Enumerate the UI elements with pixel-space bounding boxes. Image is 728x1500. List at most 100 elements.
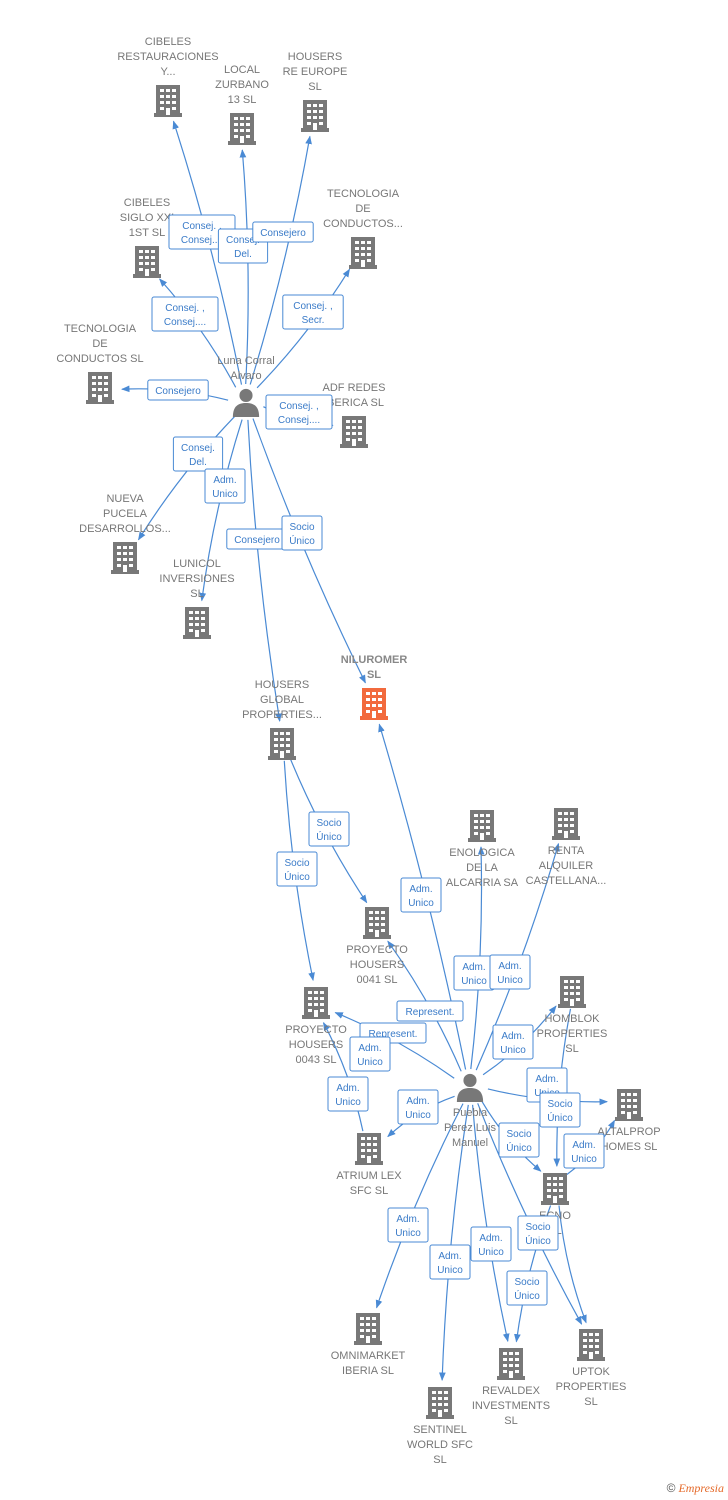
building-icon xyxy=(558,976,586,1008)
role-text: Unico xyxy=(500,1045,526,1056)
node-label: DE LA xyxy=(466,862,498,874)
copyright-symbol: © xyxy=(666,1481,676,1495)
role-box xyxy=(397,1089,439,1125)
role-text: Consejero xyxy=(155,386,201,397)
node-housers_global[interactable]: HOUSERSGLOBALPROPERTIES... xyxy=(242,679,322,760)
edge-econo-to-uptok xyxy=(558,1205,587,1324)
building-icon xyxy=(154,85,182,117)
role-label-luna-to-nueva_pucela: Consej. Del. xyxy=(172,436,224,472)
node-label: HOUSERS xyxy=(255,679,309,691)
building-icon xyxy=(355,1133,383,1165)
edge-atrium-to-proy_0043 xyxy=(322,1021,364,1132)
role-label-puebla-to-proy_0041: Represent. xyxy=(396,1000,464,1022)
role-box xyxy=(506,1270,548,1306)
node-nueva_pucela[interactable]: NUEVAPUCELADESARROLLOS... xyxy=(79,493,171,574)
role-box xyxy=(400,877,442,913)
role-box xyxy=(204,468,246,504)
edge-luna-to-niluromer xyxy=(252,418,366,684)
role-box xyxy=(276,851,318,887)
node-label: SL xyxy=(308,81,321,93)
node-label: ENOLOGICA xyxy=(449,847,515,859)
node-label: IBERIA SL xyxy=(342,1365,394,1377)
role-label-puebla-to-renta_alquiler: Adm.Unico xyxy=(489,954,531,990)
edge-puebla-to-revaldex xyxy=(472,1104,510,1343)
role-text: Unico xyxy=(478,1247,504,1258)
node-label: CASTELLANA... xyxy=(526,875,607,887)
role-box xyxy=(517,1215,559,1251)
node-label: OMNIMARKET xyxy=(331,1350,406,1362)
role-text: Adm. xyxy=(336,1083,359,1094)
node-label: DE xyxy=(355,203,370,215)
edge-luna-to-housers_global xyxy=(247,419,282,722)
role-text: Unico xyxy=(437,1265,463,1276)
node-label: SL xyxy=(584,1396,597,1408)
role-text: Del. xyxy=(189,457,207,468)
node-label: INVERSIONES xyxy=(159,573,234,585)
building-icon xyxy=(86,372,114,404)
role-label-puebla-to-enologica: Adm.Unico xyxy=(453,955,495,991)
person-icon xyxy=(456,1073,484,1102)
building-icon xyxy=(111,542,139,574)
building-icon xyxy=(340,416,368,448)
node-label: CONDUCTOS... xyxy=(323,218,403,230)
person-icon xyxy=(232,388,260,417)
role-text: Único xyxy=(525,1234,551,1247)
role-text: Adm. xyxy=(213,475,236,486)
role-text: Adm. xyxy=(462,962,485,973)
node-label: PROYECTO xyxy=(285,1024,347,1036)
role-text: Unico xyxy=(212,489,238,500)
node-label: CIBELES xyxy=(124,197,170,209)
role-box xyxy=(281,515,323,551)
role-label-luna-to-lunicol: Adm. Unico xyxy=(204,468,246,504)
role-box xyxy=(349,1036,391,1072)
node-label: HOUSERS xyxy=(288,51,342,63)
building-icon xyxy=(268,728,296,760)
node-label: CONDUCTOS SL xyxy=(56,353,143,365)
footer-brand[interactable]: ©Empresia xyxy=(667,1481,724,1496)
node-label: DE xyxy=(92,338,107,350)
role-text: Consej. , xyxy=(165,303,204,314)
role-text: Adm. xyxy=(409,884,432,895)
role-text: Único xyxy=(514,1289,540,1302)
node-label: ADF REDES xyxy=(323,382,386,394)
role-text: Socio xyxy=(525,1222,550,1233)
node-tec_cond_top[interactable]: TECNOLOGIADECONDUCTOS... xyxy=(323,188,403,269)
node-label: 0041 SL xyxy=(357,974,398,986)
role-text: Socio xyxy=(506,1129,531,1140)
node-label: ZURBANO xyxy=(215,79,269,91)
node-renta_alquiler[interactable]: RENTAALQUILERCASTELLANA... xyxy=(526,808,607,887)
node-omnimarket[interactable]: OMNIMARKET IBERIA SL xyxy=(331,1313,406,1377)
node-label: REVALDEX xyxy=(482,1385,541,1397)
role-text: Unico xyxy=(357,1057,383,1068)
building-icon xyxy=(552,808,580,840)
role-box xyxy=(492,1024,534,1060)
role-text: Consej. , xyxy=(182,221,221,232)
role-text: Adm. xyxy=(498,961,521,972)
node-cibeles_rest[interactable]: CIBELESRESTAURACIONESY... xyxy=(117,36,219,117)
role-text: Socio xyxy=(284,858,309,869)
role-text: Consej. xyxy=(181,443,215,454)
node-label: SL xyxy=(565,1043,578,1055)
node-label: NUEVA xyxy=(106,493,144,505)
node-label: CIBELES xyxy=(145,36,191,48)
